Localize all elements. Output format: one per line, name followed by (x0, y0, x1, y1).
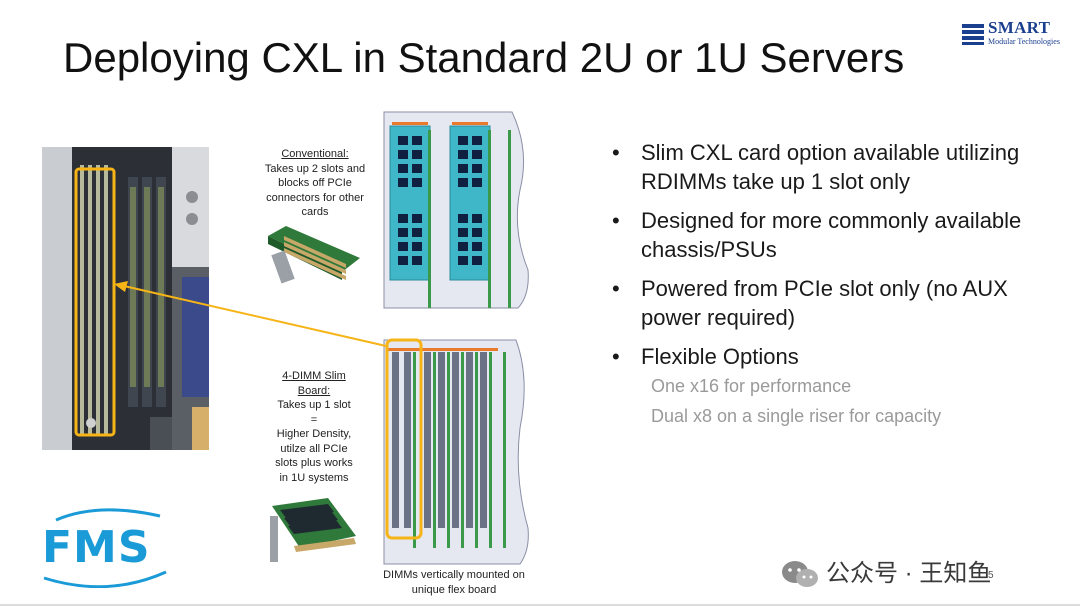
bullet-item: Slim CXL card option available utilizing… (612, 138, 1022, 196)
flex-board-caption-line: unique flex board (374, 583, 534, 598)
fms-logo: FMS (38, 506, 172, 588)
sub-option: Dual x8 on a single riser for capacity (612, 401, 1022, 431)
flex-board-caption: DIMMs vertically mounted on unique flex … (374, 568, 534, 597)
watermark-text: 公众号 · 王知鱼 (826, 560, 991, 587)
bottom-divider (0, 604, 1080, 606)
bullet-item: Powered from PCIe slot only (no AUX powe… (612, 274, 1022, 332)
sub-option: One x16 for performance (612, 371, 1022, 401)
wechat-icon (780, 559, 820, 591)
watermark: 公众号 · 王知鱼 (780, 553, 991, 591)
flex-board-caption-line: DIMMs vertically mounted on (374, 568, 534, 583)
fms-logo-text: FMS (42, 522, 151, 573)
bullet-item: Designed for more commonly available cha… (612, 206, 1022, 264)
page-number: 5 (988, 570, 994, 581)
bullet-item: Flexible Options (612, 342, 1022, 371)
bullet-list: Slim CXL card option available utilizing… (612, 138, 1022, 431)
